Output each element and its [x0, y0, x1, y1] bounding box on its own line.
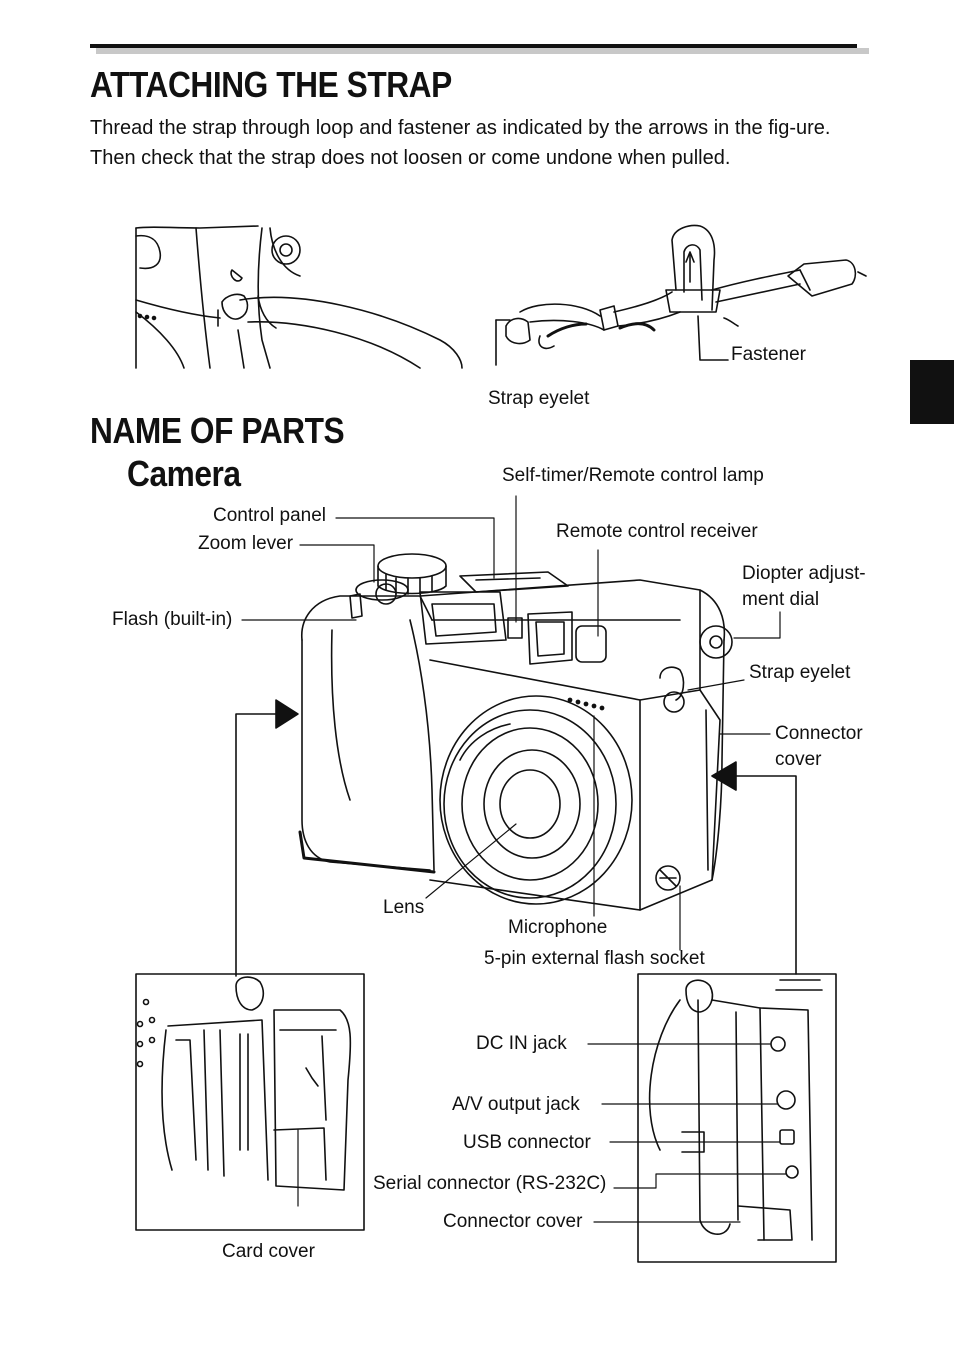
camera-front-illustration: [236, 554, 796, 976]
label-remote-receiver: Remote control receiver: [556, 521, 758, 542]
header-rule: [90, 44, 857, 48]
label-strap-eyelet: Strap eyelet: [749, 662, 851, 683]
label-strap-eyelet-top: Strap eyelet: [488, 388, 590, 409]
label-zoom-lever: Zoom lever: [198, 533, 294, 554]
camera-leader-lines: [242, 496, 780, 950]
label-self-timer-lamp: Self-timer/Remote control lamp: [502, 465, 764, 486]
label-control-panel: Control panel: [213, 505, 327, 526]
label-flash: Flash (built-in): [112, 609, 233, 630]
label-connector-cover-camera: Connector cover: [775, 723, 863, 770]
heading-attaching-strap: ATTACHING THE STRAP: [90, 64, 452, 105]
label-microphone: Microphone: [508, 917, 608, 938]
connector-side-illustration: [638, 974, 836, 1262]
label-fastener: Fastener: [731, 344, 806, 365]
label-dc-in-jack: DC IN jack: [476, 1033, 567, 1054]
strap-instructions: Thread the strap through loop and fasten…: [90, 117, 831, 169]
label-card-cover: Card cover: [222, 1241, 315, 1262]
strap-eyelet-closeup-illustration: [136, 226, 462, 368]
label-serial-connector: Serial connector (RS-232C): [373, 1173, 607, 1194]
card-cover-illustration: [136, 974, 364, 1230]
heading-camera: Camera: [127, 453, 241, 494]
heading-name-of-parts: NAME OF PARTS: [90, 410, 345, 451]
side-leader-lines: [588, 1044, 786, 1222]
header-rule-shadow: [96, 48, 869, 54]
label-diopter-dial: Diopter adjust-ment dial: [742, 563, 866, 610]
label-lens: Lens: [383, 897, 425, 918]
chapter-thumb-tab: [910, 360, 954, 424]
label-usb-connector: USB connector: [463, 1132, 591, 1153]
strap-fastener-illustration: [496, 226, 866, 365]
label-flash-socket: 5-pin external flash socket: [484, 948, 705, 969]
label-connector-cover-side: Connector cover: [443, 1211, 583, 1232]
label-av-output-jack: A/V output jack: [452, 1094, 580, 1115]
